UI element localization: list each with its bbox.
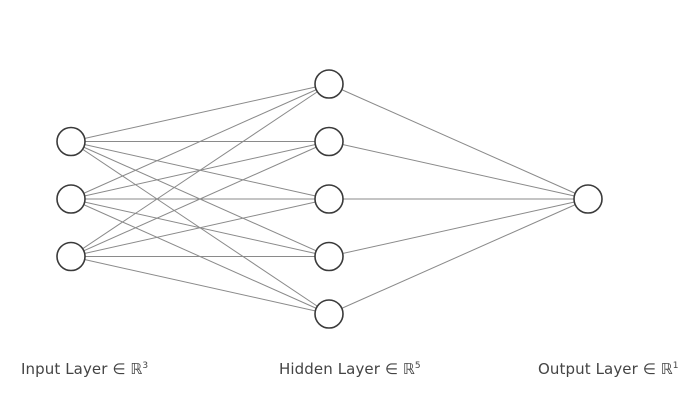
output-neuron-1	[573, 184, 603, 214]
edge-hidden-4-to-output-1	[328, 198, 589, 257]
hidden-layer-label: Hidden Layer ∈ ℝ5	[279, 360, 421, 378]
edge-input-1-to-hidden-1	[70, 83, 330, 142]
edge-input-3-to-hidden-5	[70, 256, 330, 315]
hidden-neuron-3	[314, 184, 344, 214]
neuron-nodes	[56, 69, 603, 329]
edge-hidden-2-to-output-1	[328, 141, 589, 200]
input-neuron-3	[56, 241, 86, 272]
edge-input-3-to-hidden-2	[70, 141, 330, 257]
hidden-neuron-5	[314, 299, 344, 329]
hidden-neuron-1	[314, 69, 344, 99]
input-neuron-2	[56, 184, 86, 214]
edge-input-3-to-hidden-1	[70, 83, 330, 257]
edge-hidden-5-to-output-1	[328, 198, 589, 315]
output-layer-label: Output Layer ∈ ℝ1	[538, 360, 679, 378]
edge-input-3-to-hidden-3	[70, 198, 330, 257]
hidden-neuron-2	[314, 126, 344, 157]
connection-edges	[70, 83, 589, 315]
hidden-neuron-4	[314, 241, 344, 272]
input-layer-label: Input Layer ∈ ℝ3	[21, 360, 149, 378]
edge-input-2-to-hidden-1	[70, 83, 330, 200]
input-neuron-1	[56, 126, 86, 157]
edge-hidden-1-to-output-1	[328, 83, 589, 200]
